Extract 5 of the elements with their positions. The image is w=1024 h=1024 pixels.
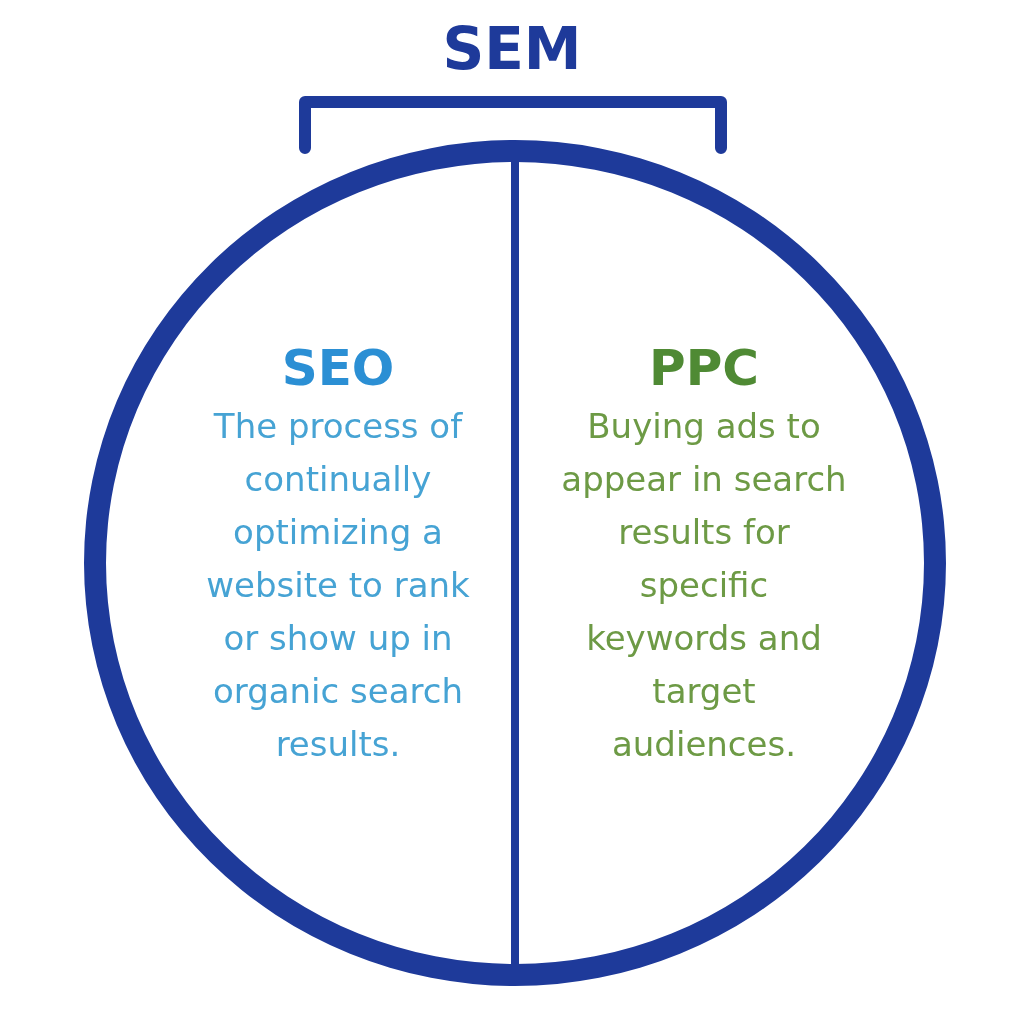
section-heading: PPC [649, 338, 759, 398]
title: SEM [441, 14, 583, 84]
section-description: The process of continually optimizing a website to rank or show up in organic search results. [205, 405, 471, 766]
section-heading: SEO [281, 338, 395, 398]
section-description: Buying ads to appear in search results for specific keywords and target audiences. [560, 405, 848, 766]
